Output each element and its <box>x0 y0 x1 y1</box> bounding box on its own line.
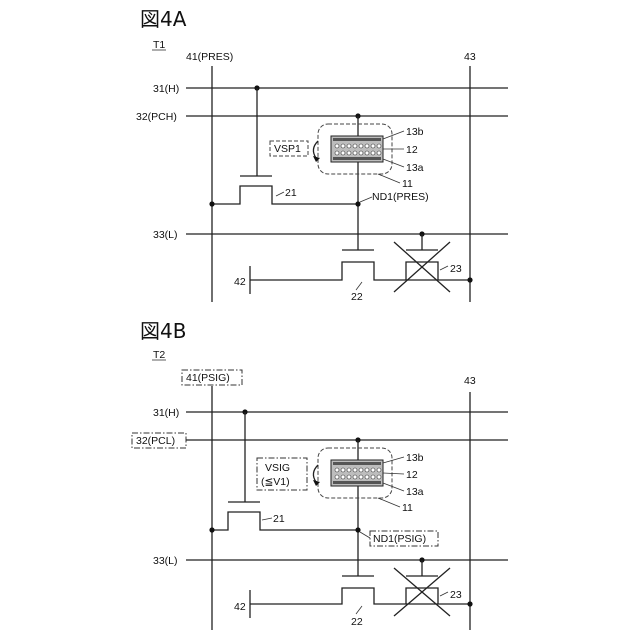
column-41-label: 41(PSIG) <box>186 372 230 384</box>
photodiode-element <box>331 460 383 486</box>
column-43-label: 43 <box>464 375 476 387</box>
channel-21 <box>212 512 358 530</box>
transistor-22-label: 22 <box>351 291 363 303</box>
photodiode-element <box>331 136 383 162</box>
leader-node <box>360 532 370 538</box>
leader-12 <box>383 473 404 474</box>
voltage-label: VSP1 <box>274 143 301 155</box>
voltage-arrow-head <box>313 156 320 162</box>
row-31-label: 31(H) <box>153 83 179 95</box>
label-11: 11 <box>402 178 413 190</box>
row-42-label: 42 <box>234 276 246 288</box>
label-11: 11 <box>402 502 413 514</box>
leader-11 <box>378 174 400 183</box>
column-41-label: 41(PRES) <box>186 51 233 63</box>
period-label-t2: T2 <box>153 349 165 361</box>
transistor-23-label: 23 <box>450 589 462 601</box>
node-dot <box>355 527 360 532</box>
junction-dot <box>467 601 472 606</box>
row-42-label: 42 <box>234 601 246 613</box>
row-32-label: 32(PCH) <box>136 111 177 123</box>
row-32-label: 32(PCL) <box>136 435 175 447</box>
leader-23 <box>440 266 448 270</box>
figure-4b: 図4B T2 41(PSIG) 43 31(H) 32(PCL) 33(L) 4… <box>132 319 508 630</box>
leader-23 <box>440 592 448 596</box>
label-13b: 13b <box>406 126 424 138</box>
junction-dot <box>209 201 214 206</box>
voltage-arrow-head <box>313 480 320 486</box>
channel-22 <box>250 588 470 604</box>
row-31-label: 31(H) <box>153 407 179 419</box>
label-13a: 13a <box>406 162 424 174</box>
leader-21 <box>262 518 272 520</box>
leader-22 <box>356 606 362 614</box>
transistor-22-label: 22 <box>351 616 363 628</box>
node-label: ND1(PSIG) <box>373 533 426 545</box>
label-13b: 13b <box>406 452 424 464</box>
transistor-23-label: 23 <box>450 263 462 275</box>
junction-dot <box>467 277 472 282</box>
leader-13a <box>383 159 404 167</box>
figure-4b-title: 図4B <box>140 319 186 343</box>
node-dot <box>355 201 360 206</box>
figure-4a-title: 図4A <box>140 7 187 31</box>
junction-dot <box>209 527 214 532</box>
leader-22 <box>356 282 362 290</box>
leader-node <box>360 197 372 202</box>
leader-13b <box>383 457 404 463</box>
label-12: 12 <box>406 144 418 156</box>
leader-13b <box>383 131 404 139</box>
label-13a: 13a <box>406 486 424 498</box>
voltage-condition: (≦V1) <box>261 476 290 488</box>
row-33-label: 33(L) <box>153 229 178 241</box>
transistor-21-label: 21 <box>285 187 297 199</box>
channel-22 <box>250 262 470 280</box>
figure-4a: 図4A T1 41(PRES) 43 31(H) 32(PCH) 33(L) 4… <box>136 7 508 303</box>
voltage-arrow <box>313 141 318 158</box>
period-label-t1: T1 <box>153 39 165 51</box>
leader-11 <box>378 498 400 507</box>
transistor-21-label: 21 <box>273 513 285 525</box>
node-label: ND1(PRES) <box>372 191 429 203</box>
voltage-arrow <box>313 465 318 482</box>
label-12: 12 <box>406 469 418 481</box>
row-33-label: 33(L) <box>153 555 178 567</box>
voltage-label: VSIG <box>265 462 290 474</box>
leader-13a <box>383 483 404 491</box>
leader-21 <box>276 192 284 196</box>
column-43-label: 43 <box>464 51 476 63</box>
